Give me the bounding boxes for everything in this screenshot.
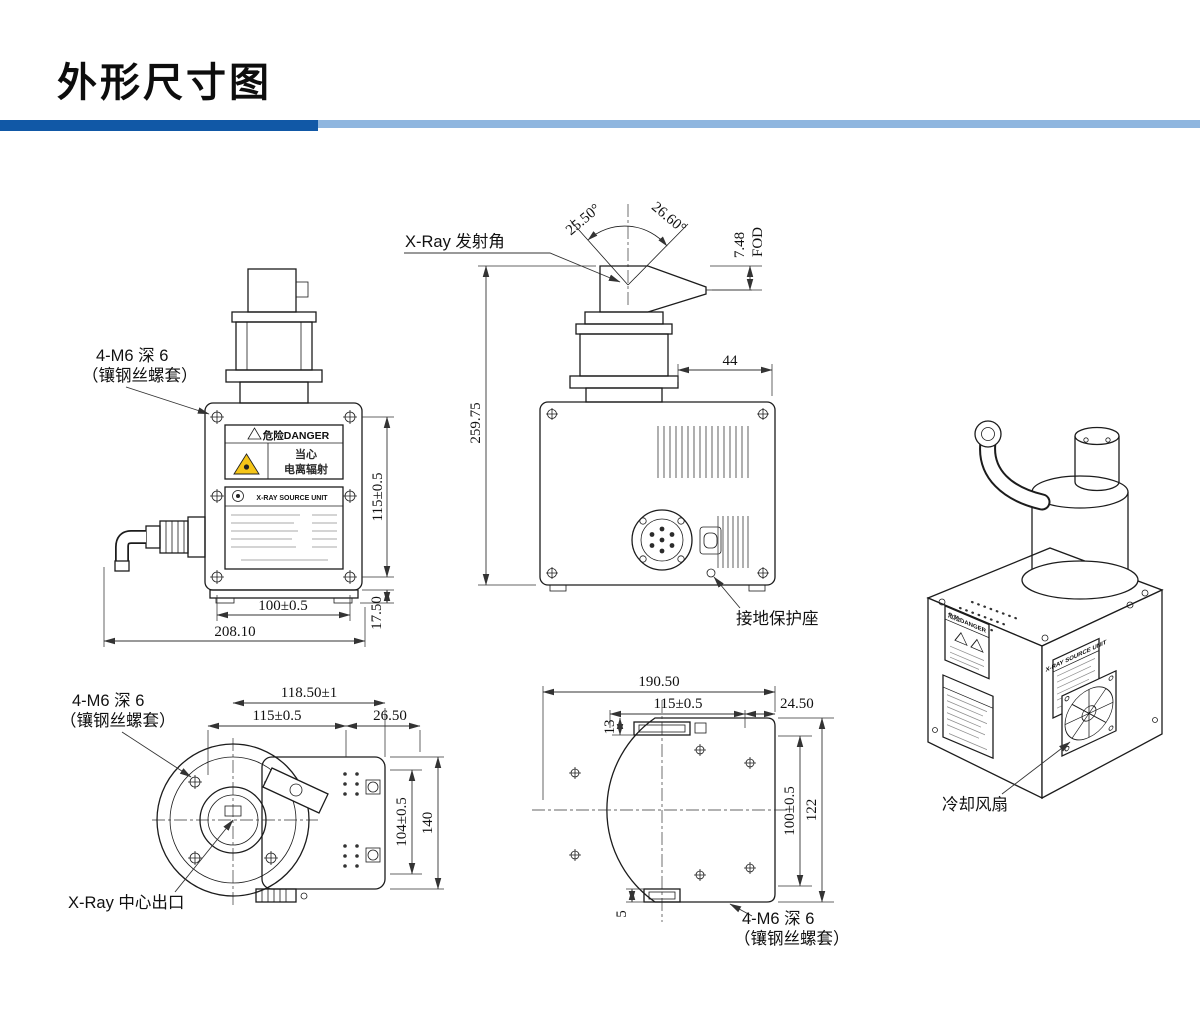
warning-triangle-icon (247, 427, 262, 440)
side-view: X-Ray 发射角 25.50° 26.60° 7.48 FOD (404, 199, 819, 628)
front-dimensions: 115±0.5 17.50 100±0.5 208.10 (103, 416, 394, 647)
cable-connector (114, 516, 206, 572)
dim-100-label: 100±0.5 (258, 598, 307, 614)
divider-dark-bar (0, 120, 318, 131)
top-view: 118.50±1 115±0.5 26.50 104±0.5 140 4-M6 … (60, 685, 444, 912)
m6-label: 4-M6 深 6 (96, 346, 168, 365)
iso-view: 危险DANGER X-RAY SOURCE UNIT 冷却风扇 (926, 420, 1164, 814)
dim-44-label: 44 (723, 353, 739, 369)
dim-2650-label: 26.50 (373, 708, 407, 724)
bottom-m6-sub-label: （镶钢丝螺套） (734, 928, 850, 948)
spec-label: X-RAY SOURCE UNIT (224, 486, 344, 570)
ground-screw-icon (706, 568, 716, 578)
dim-104-label: 104±0.5 (394, 797, 410, 846)
title-divider (0, 120, 1200, 134)
fan-callout: 冷却风扇 (942, 741, 1071, 814)
dim-44-group: 44 (677, 353, 773, 396)
emission-angle-label: X-Ray 发射角 (405, 232, 505, 251)
side-main-body (539, 401, 776, 592)
top-m6-label: 4-M6 深 6 (72, 691, 144, 710)
caution-text-2: 电离辐射 (284, 462, 328, 476)
dim-115-bottom-label: 115±0.5 (654, 696, 703, 712)
power-connector (631, 509, 693, 571)
dsub-connector (699, 526, 722, 555)
dim-overall-height-group: 259.75 (468, 265, 596, 586)
fod-dimension: 7.48 FOD (710, 227, 766, 291)
dim-122-label: 122 (804, 799, 820, 822)
angle-right-label: 26.60° (648, 199, 689, 237)
dim-140-label: 140 (420, 812, 436, 835)
side-right-grille (717, 516, 749, 568)
dim-13-label: 13 (602, 720, 618, 735)
m6-sub-label: （镶钢丝螺套） (82, 365, 198, 385)
divider-light-bar (318, 120, 1200, 128)
bottom-m6-label: 4-M6 深 6 (742, 909, 814, 928)
ground-callout: 接地保护座 (706, 568, 819, 628)
top-m6-callout: 4-M6 深 6 （镶钢丝螺套） (60, 691, 192, 778)
dim-20810-label: 208.10 (214, 624, 255, 640)
top-dimensions: 118.50±1 115±0.5 26.50 104±0.5 140 (207, 685, 444, 890)
fod-value-label: 7.48 (732, 232, 748, 258)
radiation-trefoil-icon (243, 464, 250, 470)
dim-100-bottom-label: 100±0.5 (782, 786, 798, 835)
dim-11850-label: 118.50±1 (281, 685, 337, 701)
iso-spec-label (942, 674, 994, 760)
dim-115-top-label: 115±0.5 (253, 708, 302, 724)
caution-text-1: 当心 (295, 447, 317, 461)
dim-115-label: 115±0.5 (370, 473, 386, 522)
dim-5-label: 5 (614, 910, 630, 918)
danger-label-title: 危险DANGER (262, 429, 330, 442)
vent-grille (657, 426, 749, 478)
unit-label-title: X-RAY SOURCE UNIT (256, 495, 328, 502)
front-view: 危险DANGER 当心 电离辐射 X-RAY SOURCE UNIT (82, 268, 394, 647)
bottom-connectors (633, 721, 707, 903)
brand-logo-icon (232, 490, 244, 502)
fod-label: FOD (750, 227, 766, 257)
bottom-dimensions: 190.50 115±0.5 24.50 13 100±0.5 122 5 (542, 674, 834, 918)
outlet-callout: X-Ray 中心出口 (68, 819, 234, 912)
front-main-body (204, 402, 363, 604)
bottom-outline (532, 700, 790, 922)
top-flange (152, 738, 329, 906)
dim-25975-label: 259.75 (468, 402, 484, 443)
dim-1750-label: 17.50 (369, 596, 385, 630)
front-m6-callout: 4-M6 深 6 （镶钢丝螺套） (82, 346, 210, 415)
dim-19050-label: 190.50 (638, 674, 679, 690)
bottom-screws (569, 744, 756, 881)
cooling-fan (1061, 669, 1117, 757)
front-tube-assembly (225, 268, 323, 404)
outlet-label: X-Ray 中心出口 (68, 893, 184, 912)
dim-2450-label: 24.50 (780, 696, 814, 712)
bottom-view: 190.50 115±0.5 24.50 13 100±0.5 122 5 4-… (532, 674, 850, 948)
radiation-triangle-icon (233, 453, 260, 475)
top-m6-sub-label: （镶钢丝螺套） (60, 710, 176, 730)
emission-angle-group: X-Ray 发射角 25.50° 26.60° (404, 199, 689, 308)
fan-label: 冷却风扇 (942, 795, 1008, 814)
bottom-m6-callout: 4-M6 深 6 （镶钢丝螺套） (729, 903, 850, 948)
iso-tube-assembly (974, 420, 1139, 600)
ground-label: 接地保护座 (736, 609, 819, 628)
side-tube-assembly (569, 265, 752, 403)
page-title: 外形尺寸图 (57, 61, 272, 105)
danger-label: 危险DANGER 当心 电离辐射 (224, 424, 344, 480)
